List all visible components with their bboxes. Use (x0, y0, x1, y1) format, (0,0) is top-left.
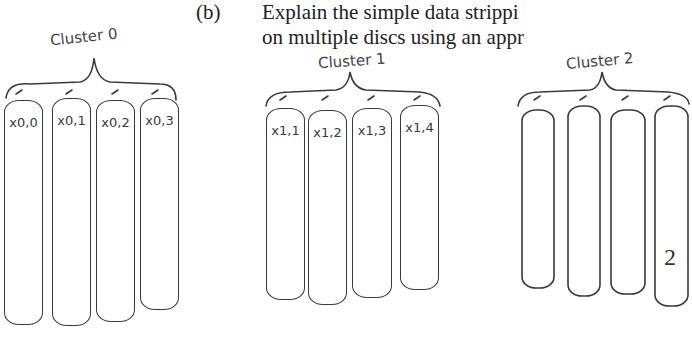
cluster-label: Cluster 1 (317, 50, 386, 73)
cluster-brace (266, 72, 440, 106)
disc-label: x0,0 (8, 115, 38, 130)
disc-label: x1,2 (312, 125, 342, 140)
scribble (534, 96, 670, 100)
disc-label: x1,3 (357, 123, 387, 138)
disc (655, 106, 688, 306)
page-number: 2 (662, 244, 678, 271)
disc-label: x1,1 (270, 123, 300, 138)
disc-label: x1,4 (404, 120, 434, 135)
question-text: on multiple discs using an appr (262, 25, 524, 50)
question-label: (b) (196, 0, 221, 25)
scribble (16, 90, 158, 94)
disc (522, 110, 554, 288)
disc: x0,2 (96, 100, 135, 322)
disc: x1,1 (266, 108, 305, 300)
disc (568, 106, 600, 296)
disc (611, 110, 645, 294)
scribble (280, 96, 420, 100)
question-text: Explain the simple data strippi (262, 0, 519, 25)
disc: x1,4 (400, 105, 439, 290)
cluster-brace (6, 58, 176, 100)
disc: x0,1 (52, 98, 91, 326)
disc-label: x0,2 (100, 115, 130, 130)
disc: x1,2 (308, 110, 347, 305)
disc: x1,3 (352, 108, 392, 298)
cluster-label: Cluster 0 (49, 25, 118, 50)
disc-label: x0,1 (56, 113, 86, 128)
cluster-label: Cluster 2 (565, 49, 634, 73)
disc: x0,3 (140, 98, 179, 310)
disc-label: x0,3 (144, 113, 174, 128)
cluster-brace (518, 72, 689, 106)
disc: x0,0 (4, 100, 43, 325)
